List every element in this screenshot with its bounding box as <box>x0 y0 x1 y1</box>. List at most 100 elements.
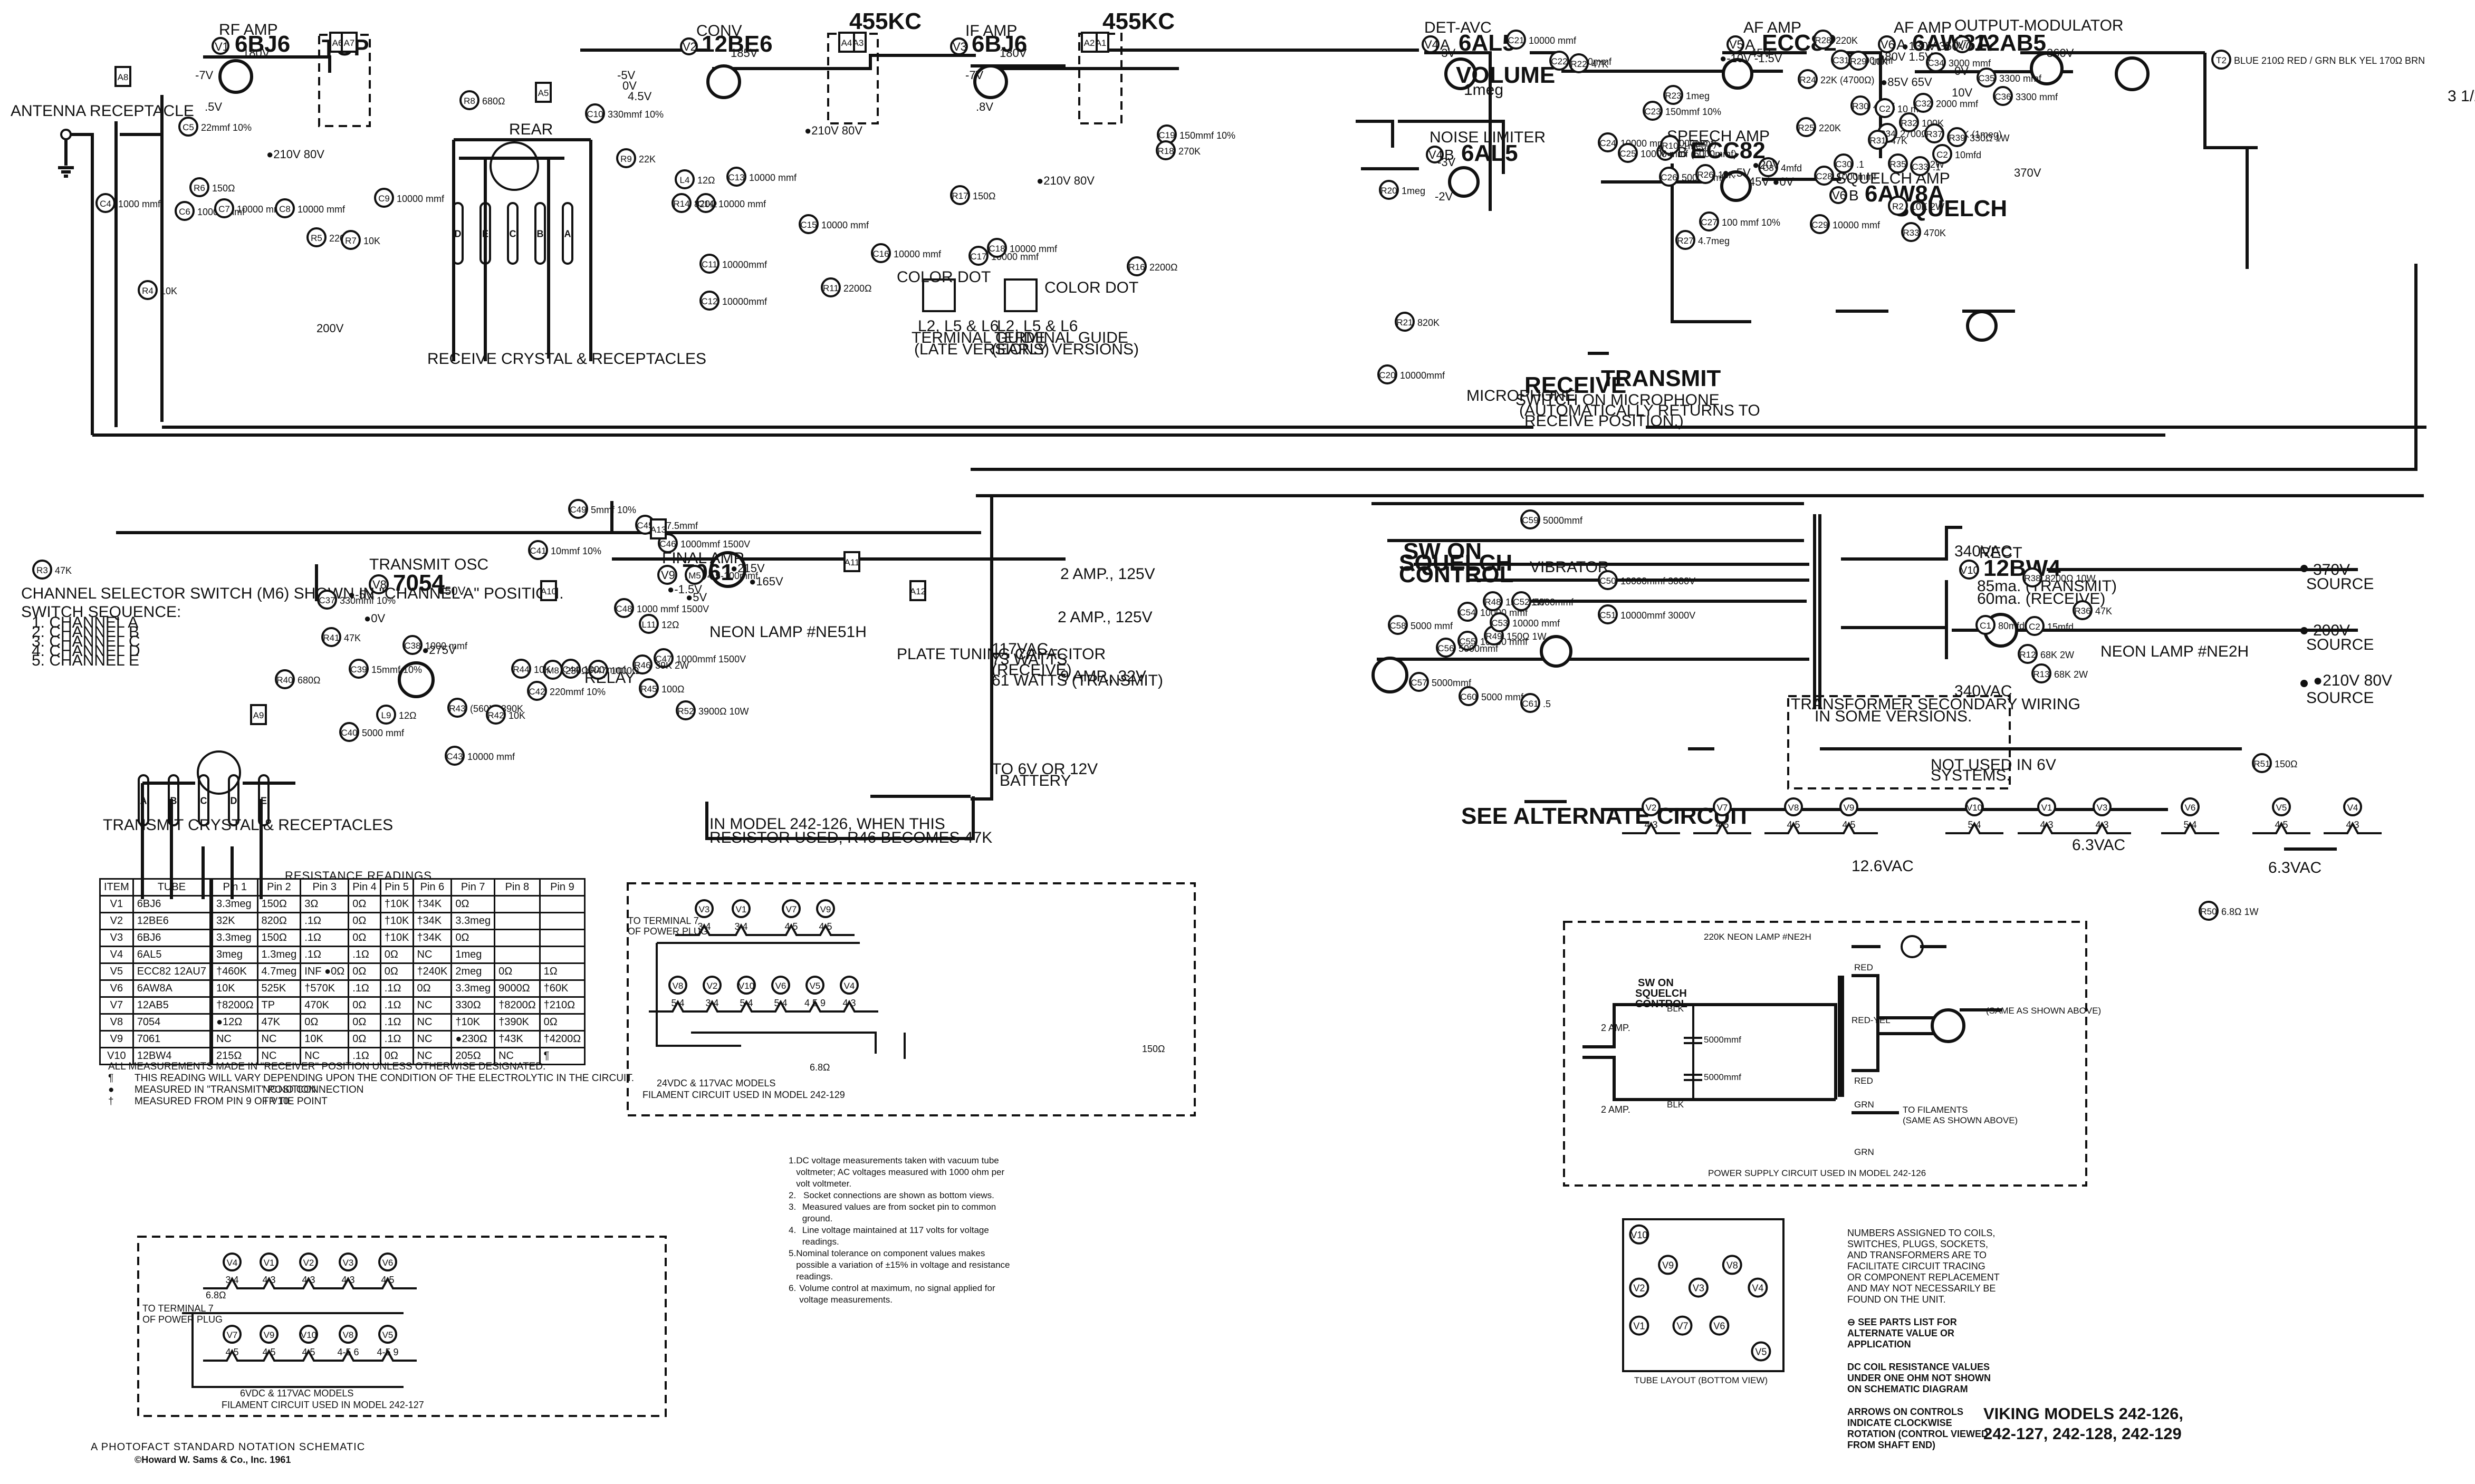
note-text: DC voltage measurements taken with vacuu… <box>796 1155 1005 1189</box>
component-r11: R11 2200Ω <box>821 277 872 297</box>
r46-note-2: RESISTOR USED, R46 BECOMES 47K <box>709 829 992 846</box>
component-value: 2200Ω <box>843 283 872 294</box>
ref-bubble <box>1813 30 1833 50</box>
table-cell: †4200Ω <box>539 1030 586 1048</box>
transmit-crystal-channel-label: A <box>140 796 147 806</box>
voltage-v3-cath: .8V <box>976 100 993 113</box>
table-cell: 0Ω <box>450 929 496 947</box>
component-value: 2000 mmf <box>1936 99 1979 109</box>
ref-bubble <box>2022 567 2042 587</box>
component-value: 47K <box>344 633 361 643</box>
component-value: 5000mmf <box>1534 597 1574 608</box>
transmit-crystal-receptacle <box>228 774 239 826</box>
table-cell: V9 <box>99 1030 134 1048</box>
voltage-v2-cath: 4.5V <box>628 90 652 103</box>
component-value: 220mmf 10% <box>550 687 606 697</box>
ref-label: R12 <box>2019 650 2036 660</box>
stage-v8-tube: 7054 <box>393 570 445 596</box>
voltage-b-200v: 200V <box>316 322 344 335</box>
ref-label: R7 <box>345 236 357 246</box>
column-header: Pin 9 <box>539 878 586 897</box>
legend-symbol-3: † <box>108 1096 114 1107</box>
ref-bubble <box>1932 144 1952 164</box>
component-value: 3300 mmf <box>2016 92 2058 102</box>
mic-switch-label-3: RECEIVE POSITION.) <box>1524 412 1684 430</box>
ref-label: C43 <box>446 751 463 762</box>
terminal-guide-early-1: L2, L5 & L6 <box>997 317 1078 335</box>
ref-bubble <box>445 746 465 766</box>
ref-label: R28 <box>1815 35 1831 45</box>
layout-tube-v1 <box>1629 1315 1649 1336</box>
ref-label: C24 <box>1599 138 1616 148</box>
table-cell: NC <box>256 1030 302 1048</box>
ref-label: R39 <box>1949 133 1965 143</box>
column-header: Pin 5 <box>379 878 414 897</box>
component-value: 22K (4700Ω) <box>1820 75 1875 85</box>
filmain-tube-v4 <box>2343 797 2362 816</box>
ref-bubble <box>1888 153 1908 174</box>
stage-v4b-tube: 6AL5 <box>1461 140 1518 166</box>
ref-label: M5 <box>688 571 701 581</box>
voltage-v4a: -3V <box>1437 46 1456 60</box>
ref-bubble <box>178 117 198 137</box>
legend-text-0: ALL MEASUREMENTS MADE IN "RECEIVER" POSI… <box>108 1061 546 1072</box>
stage-v4a-tube: 6AL5 <box>1459 30 1515 56</box>
if-label-2: 455KC <box>1102 8 1175 34</box>
color-dot-label-2: COLOR DOT <box>1044 279 1138 296</box>
ref-label: R25 <box>1798 123 1814 133</box>
alignment-box-a8 <box>114 66 131 87</box>
legend-symbol-1: ¶ <box>108 1073 114 1084</box>
ref-label: R11 <box>823 283 839 293</box>
table-cell: V6 <box>99 979 134 998</box>
xfmr-secondary-2: IN SOME VERSIONS. <box>1815 708 1972 725</box>
ref-bubble <box>1659 167 1679 187</box>
filament-242-129: TO TERMINAL 7 OF POWER PLUG 24VDC & 117V… <box>628 916 1165 1100</box>
ref-bubble <box>2199 901 2219 921</box>
ref-bubble <box>1888 196 1908 216</box>
ref-label: R6 <box>194 183 205 193</box>
ref-label: T2 <box>2216 55 2227 65</box>
ref-bubble <box>1913 93 1933 113</box>
component-value: 330mmf 10% <box>608 109 664 120</box>
alignment-label: A5 <box>538 88 549 98</box>
tube-layout-caption: TUBE LAYOUT (BOTTOM VIEW) <box>1634 1375 1768 1385</box>
vibrator-label: VIBRATOR <box>1530 558 1609 576</box>
terminal-guide-late-3: (LATE VERSIONS) <box>914 341 1049 358</box>
ref-label: C36 <box>1994 92 2011 102</box>
voltage-v5a-grid: ●-10V -1.5V <box>1720 52 1782 65</box>
table-cell: 820Ω <box>256 912 302 930</box>
ref-label: R13 <box>2033 669 2049 679</box>
ref-label: C17 <box>970 252 986 262</box>
stage-v5b-label: SPEECH AMP <box>1667 128 1770 145</box>
component-value: 270K <box>1178 146 1201 157</box>
source-370v-label: SOURCE <box>2306 575 2374 593</box>
ref-bubble <box>632 654 653 674</box>
table-cell: 10K <box>300 1030 350 1048</box>
ac-line-4: 61 WATTS (TRANSMIT) <box>992 672 1163 689</box>
table-cell: 3.3meg <box>210 895 258 913</box>
filament-tube-label: V2 <box>303 1258 314 1268</box>
layout-tube-v4 <box>1748 1277 1768 1298</box>
layout-tube-v9 <box>1658 1255 1678 1275</box>
filament-tube-label: V3 <box>699 904 710 914</box>
layout-tube-label: V3 <box>1693 1283 1704 1294</box>
table-cell: NC <box>412 1047 453 1065</box>
ref-label: R32 <box>1901 118 1917 128</box>
component-c30: C30.1 <box>1834 153 1864 174</box>
stage-v3-label: IF AMP <box>965 22 1017 40</box>
filament-heater <box>2018 821 2076 834</box>
source-210v-label: SOURCE <box>2306 689 2374 707</box>
table-cell: V3 <box>99 929 134 947</box>
ref-label: R2 <box>1892 201 1904 211</box>
document-title: VIKING MODELS 242-126, 242-127, 242-128,… <box>1983 1404 2183 1444</box>
table-cell: 9000Ω <box>494 979 541 998</box>
component-value: 10000 mmf <box>237 204 285 215</box>
